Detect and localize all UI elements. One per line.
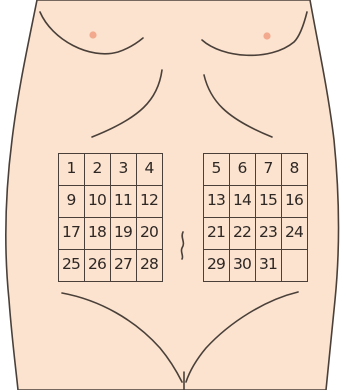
- right-grid-cell[interactable]: 6: [229, 153, 256, 186]
- right-nipple: [263, 32, 270, 39]
- right-grid-cell[interactable]: 31: [255, 249, 282, 282]
- right-grid-cell[interactable]: 16: [281, 185, 308, 218]
- left-grid-cell[interactable]: 28: [136, 249, 163, 282]
- left-grid-cell[interactable]: 1: [58, 153, 85, 186]
- left-nipple: [89, 31, 96, 38]
- left-grid-cell[interactable]: 20: [136, 217, 163, 250]
- left-grid-cell[interactable]: 25: [58, 249, 85, 282]
- right-grid-cell[interactable]: 29: [203, 249, 230, 282]
- left-grid-cell[interactable]: 19: [110, 217, 137, 250]
- left-grid-cell[interactable]: 11: [110, 185, 137, 218]
- right-grid-cell[interactable]: 15: [255, 185, 282, 218]
- right-grid-cell[interactable]: 14: [229, 185, 256, 218]
- right-grid-cell[interactable]: 13: [203, 185, 230, 218]
- right-grid-cell[interactable]: 30: [229, 249, 256, 282]
- left-grid-cell[interactable]: 17: [58, 217, 85, 250]
- left-grid-cell[interactable]: 2: [84, 153, 111, 186]
- left-grid-cell[interactable]: 4: [136, 153, 163, 186]
- right-grid-cell[interactable]: 24: [281, 217, 308, 250]
- left-grid-cell[interactable]: 18: [84, 217, 111, 250]
- left-grid-cell[interactable]: 3: [110, 153, 137, 186]
- right-grid-cell[interactable]: 23: [255, 217, 282, 250]
- right-grid-cell[interactable]: 7: [255, 153, 282, 186]
- left-grid-cell[interactable]: 12: [136, 185, 163, 218]
- left-grid-cell[interactable]: 27: [110, 249, 137, 282]
- right-grid-cell[interactable]: 5: [203, 153, 230, 186]
- right-grid-cell[interactable]: [281, 249, 308, 282]
- right-grid-cell[interactable]: 22: [229, 217, 256, 250]
- right-grid-cell[interactable]: 8: [281, 153, 308, 186]
- left-grid-cell[interactable]: 9: [58, 185, 85, 218]
- right-grid-cell[interactable]: 21: [203, 217, 230, 250]
- left-grid-cell[interactable]: 10: [84, 185, 111, 218]
- left-grid-cell[interactable]: 26: [84, 249, 111, 282]
